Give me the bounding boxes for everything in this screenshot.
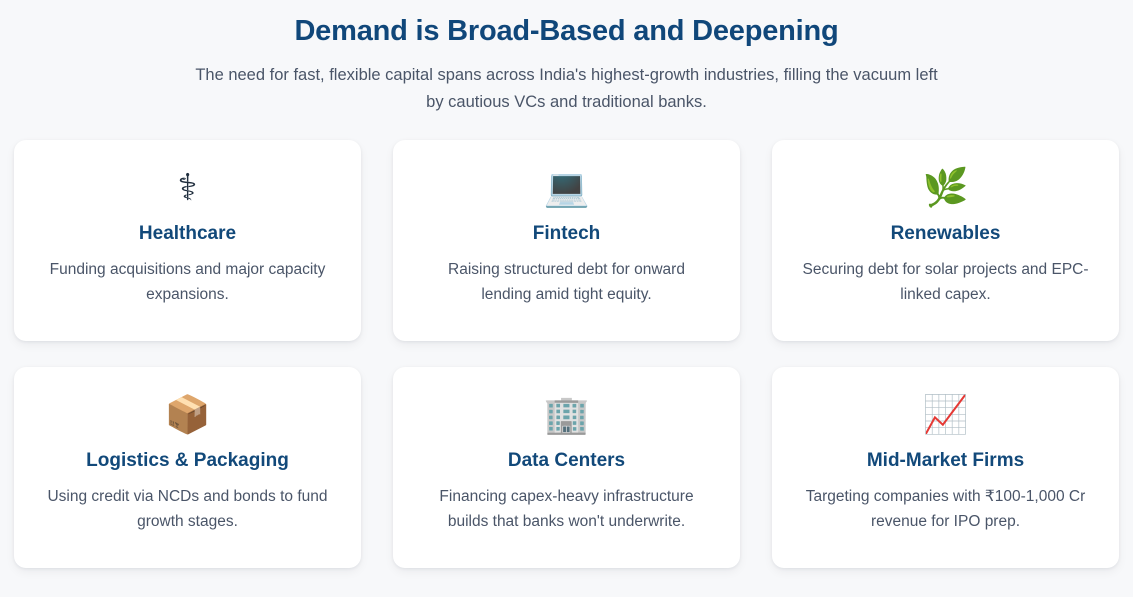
- sector-card-healthcare[interactable]: ⚕ Healthcare Funding acquisitions and ma…: [14, 140, 361, 341]
- sector-card-description: Targeting companies with ₹100-1,000 Cr r…: [805, 488, 1086, 530]
- sector-card-renewables[interactable]: 🌿 Renewables Securing debt for solar pro…: [772, 140, 1119, 341]
- sector-card-description: Funding acquisitions and major capacity …: [49, 261, 326, 303]
- sector-card-fintech[interactable]: 💻 Fintech Raising structured debt for on…: [393, 140, 740, 341]
- page-title: Demand is Broad-Based and Deepening: [294, 15, 839, 47]
- sector-card-title: Logistics & Packaging: [86, 450, 289, 471]
- sector-card-mid-market-firms[interactable]: 📈 Mid-Market Firms Targeting companies w…: [772, 367, 1119, 568]
- package-box-icon: 📦: [164, 393, 211, 436]
- sector-card-description: Raising structured debt for onward lendi…: [448, 261, 685, 303]
- sector-card-description: Securing debt for solar projects and EPC…: [802, 261, 1089, 303]
- sector-card-description: Financing capex-heavy infrastructure bui…: [439, 488, 694, 530]
- medical-staff-icon: ⚕: [177, 166, 198, 209]
- chart-increasing-icon: 📈: [922, 393, 969, 436]
- page-subtitle: The need for fast, flexible capital span…: [195, 66, 938, 111]
- sector-card-description: Using credit via NCDs and bonds to fund …: [47, 488, 328, 530]
- sector-card-title: Mid-Market Firms: [866, 450, 1025, 471]
- office-building-icon: 🏢: [543, 393, 590, 436]
- sector-card-data-centers[interactable]: 🏢 Data Centers Financing capex-heavy inf…: [393, 367, 740, 568]
- sector-card-title: Fintech: [532, 223, 601, 244]
- sector-card-grid: ⚕ Healthcare Funding acquisitions and ma…: [14, 140, 1119, 568]
- sector-card-logistics-packaging[interactable]: 📦 Logistics & Packaging Using credit via…: [14, 367, 361, 568]
- laptop-icon: 💻: [543, 166, 590, 209]
- sector-card-title: Renewables: [890, 223, 1001, 244]
- page-header: Demand is Broad-Based and Deepening The …: [14, 0, 1119, 116]
- sector-card-title: Healthcare: [138, 223, 237, 244]
- sector-card-title: Data Centers: [507, 450, 626, 471]
- herb-leaf-icon: 🌿: [922, 166, 969, 209]
